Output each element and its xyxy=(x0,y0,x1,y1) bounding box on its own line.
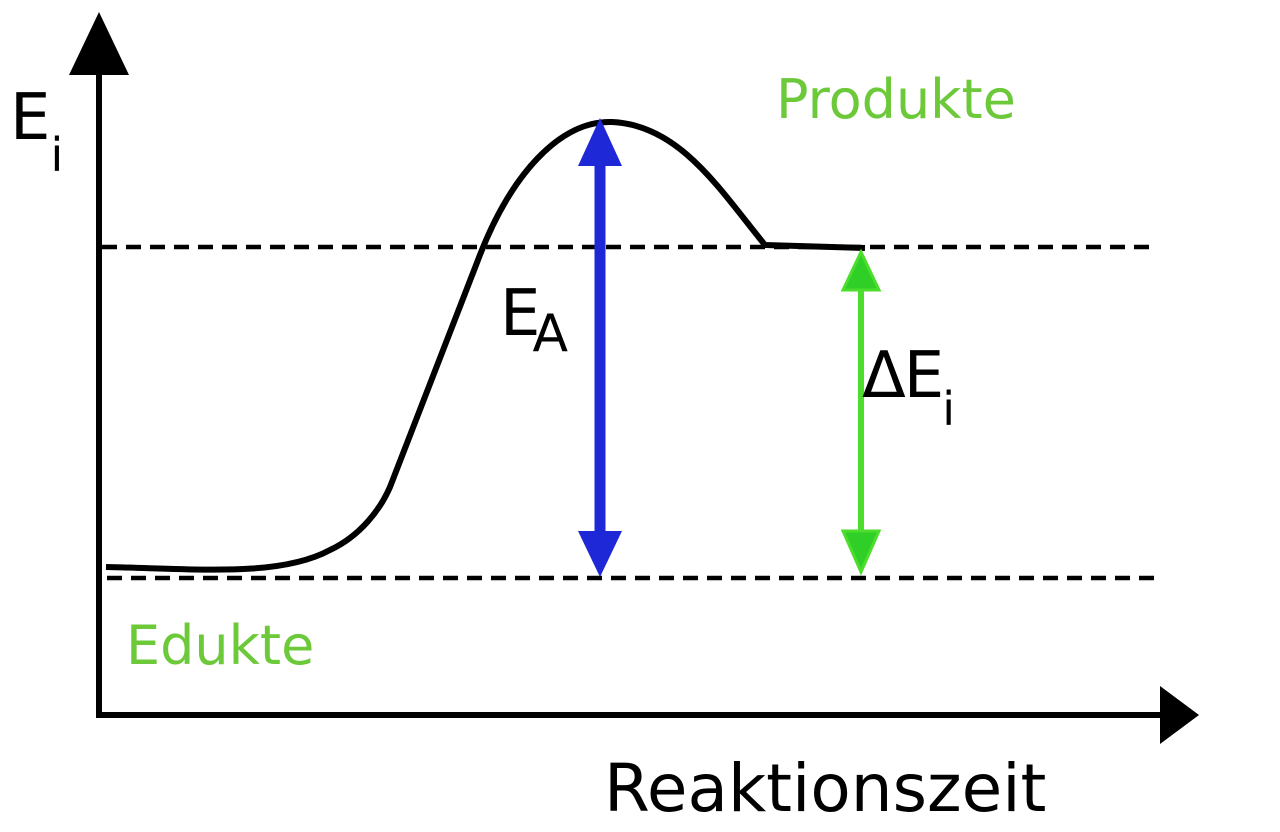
delta-energy-label: ΔEi xyxy=(862,339,953,436)
y-axis-label-main: E xyxy=(10,81,50,155)
activation-energy-arrowhead-down xyxy=(578,531,622,577)
y-axis-label-subscript: i xyxy=(50,128,63,182)
reaction-energy-curve xyxy=(105,118,866,573)
delta-energy-arrowhead-up xyxy=(840,248,882,292)
delta-energy-label-subscript: i xyxy=(942,382,953,436)
products-label: Produkte xyxy=(776,68,1016,131)
y-axis-arrowhead xyxy=(69,12,129,75)
delta-energy-arrowhead-down xyxy=(840,529,882,576)
activation-energy-label-subscript: A xyxy=(532,304,568,364)
activation-energy-arrowhead-up xyxy=(578,118,622,166)
delta-energy-label-main: ΔE xyxy=(862,339,942,413)
activation-energy-label-main: E xyxy=(500,277,538,351)
x-axis-label: Reaktionszeit xyxy=(604,750,1046,827)
x-axis-arrowhead xyxy=(1160,686,1199,744)
y-axis-label: Ei xyxy=(10,81,63,182)
educts-label: Edukte xyxy=(126,614,314,677)
activation-energy-label: EA xyxy=(500,277,568,364)
